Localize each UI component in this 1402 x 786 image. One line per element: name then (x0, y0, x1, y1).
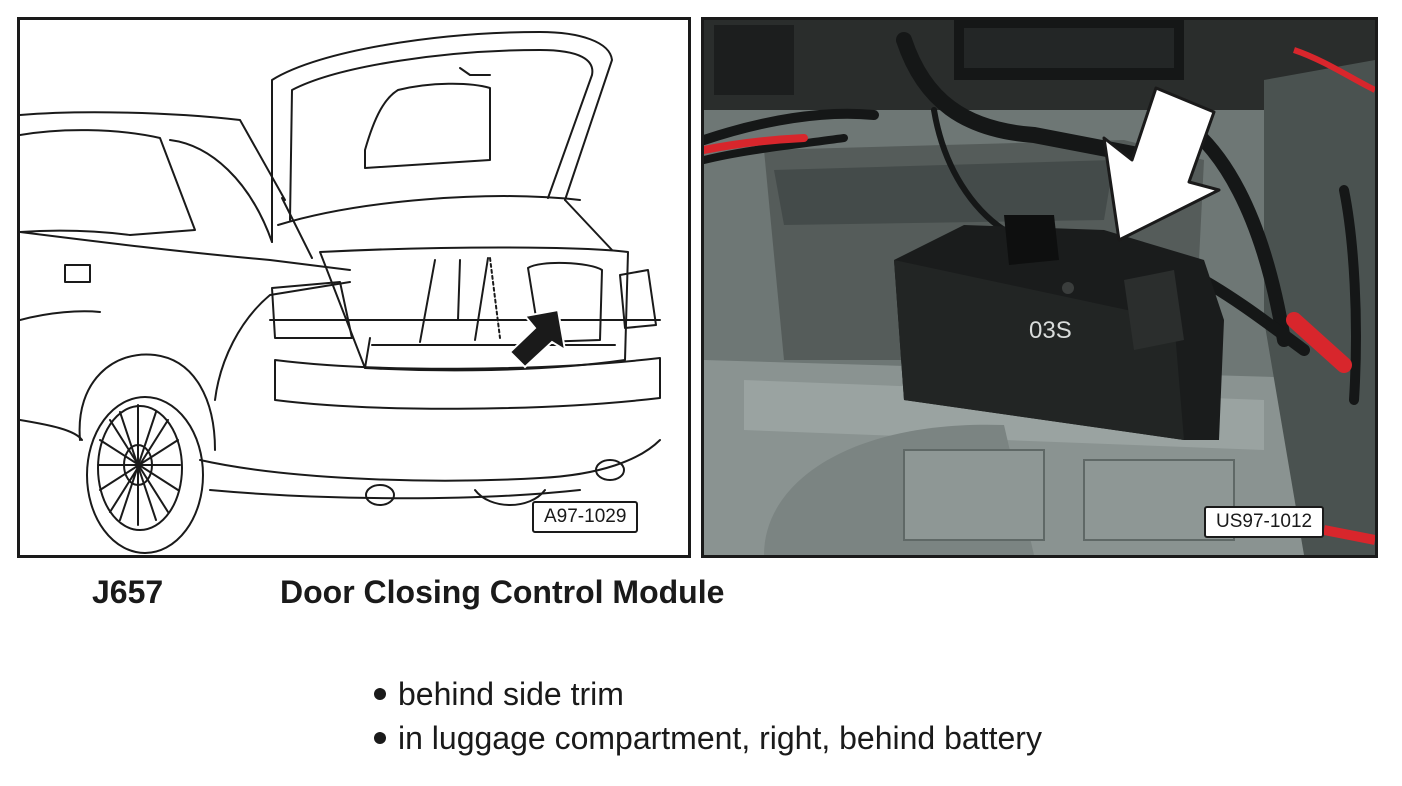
location-list: behind side trim in luggage compartment,… (374, 672, 1042, 760)
figure-ref-right: US97-1012 (1204, 506, 1325, 538)
bullet-icon (374, 687, 386, 700)
illustration-trunk: A97-1029 (17, 17, 691, 558)
list-item: in luggage compartment, right, behind ba… (374, 716, 1042, 760)
arrow-icon (508, 308, 567, 369)
module-marking: 03S (1029, 317, 1072, 344)
list-item: behind side trim (374, 672, 1042, 716)
location-text: behind side trim (398, 676, 624, 712)
module-photo: 03S (704, 20, 1375, 555)
control-module-box: 03S (894, 215, 1224, 440)
arrow-icon (1102, 86, 1221, 242)
bullet-icon (374, 731, 386, 744)
component-code: J657 (92, 574, 164, 610)
car-rear-drawing (20, 31, 661, 554)
component-title: Door Closing Control Module (280, 574, 725, 610)
photo-module-location: 03S US97-1012 (701, 17, 1378, 558)
figure-ref-left: A97-1029 (532, 501, 639, 533)
location-text: in luggage compartment, right, behind ba… (398, 720, 1042, 756)
